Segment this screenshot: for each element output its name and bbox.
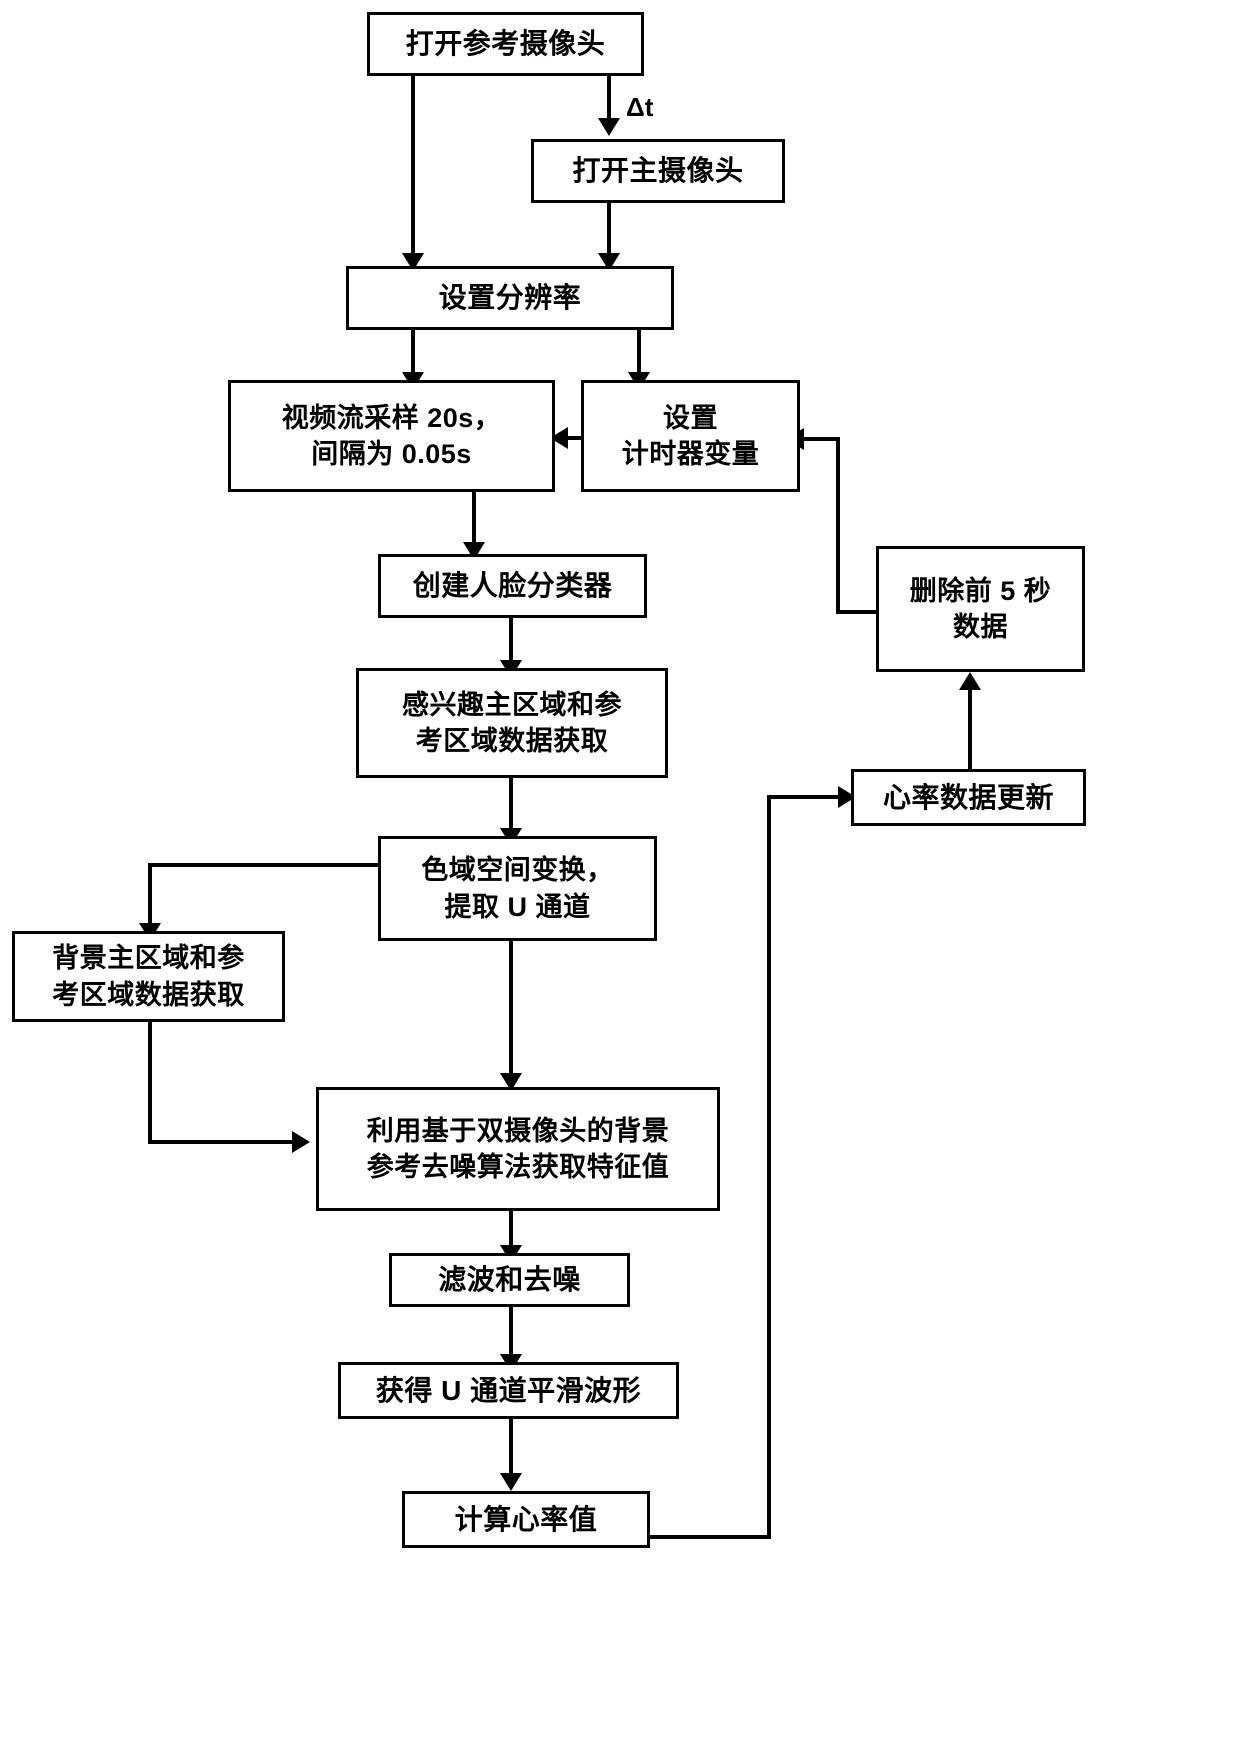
edge-n11-n12-vertical [509, 1307, 513, 1362]
edge-n1-n2-arrowhead [598, 118, 620, 136]
node-color-space-transform-u-channel[interactable]: 色域空间变换， 提取 U 通道 [378, 836, 657, 941]
edge-n12-n13-vertical [509, 1419, 513, 1481]
edge-n15-n5-horizontal-2 [800, 437, 840, 441]
edge-n10-n11-vertical [509, 1211, 513, 1253]
edge-n2-n3-vertical [607, 203, 611, 261]
edge-n13-n14-vertical [767, 795, 771, 1539]
node-calculate-heart-rate[interactable]: 计算心率值 [402, 1491, 650, 1548]
edge-n9-n10-horizontal [148, 1140, 296, 1144]
edge-n3-n5-vertical [637, 330, 641, 380]
edge-n1-n2-vertical [607, 76, 611, 126]
edge-n5-n4-horizontal [566, 436, 591, 440]
edge-n14-n15-vertical [968, 680, 972, 769]
node-open-main-camera[interactable]: 打开主摄像头 [531, 139, 785, 203]
node-background-main-and-reference-data[interactable]: 背景主区域和参 考区域数据获取 [12, 931, 285, 1022]
edge-n3-n4-vertical [411, 330, 415, 380]
edge-n15-n5-vertical [836, 437, 840, 614]
edge-n9-n10-vertical [148, 1022, 152, 1144]
edge-n15-n5-horizontal-1 [836, 610, 876, 614]
edge-n8-n9-vertical [148, 863, 152, 931]
edge-n14-n15-arrowhead [959, 672, 981, 690]
edge-n13-n14-horizontal-1 [604, 1535, 771, 1539]
edge-n6-n7-vertical [509, 618, 513, 668]
node-get-u-channel-smooth-waveform[interactable]: 获得 U 通道平滑波形 [338, 1362, 679, 1419]
edge-n8-n10-arrowhead [500, 1073, 522, 1091]
edge-n7-n8-vertical [509, 778, 513, 836]
edge-n12-n13-arrowhead [500, 1473, 522, 1491]
node-dual-camera-background-denoise-feature[interactable]: 利用基于双摄像头的背景 参考去噪算法获取特征值 [316, 1087, 720, 1211]
edge-n8-n10-vertical [509, 941, 513, 1081]
node-set-timer-variable[interactable]: 设置 计时器变量 [581, 380, 800, 492]
node-roi-main-and-reference-data[interactable]: 感兴趣主区域和参 考区域数据获取 [356, 668, 668, 778]
node-video-stream-sampling[interactable]: 视频流采样 20s， 间隔为 0.05s [228, 380, 555, 492]
node-heart-rate-data-update[interactable]: 心率数据更新 [851, 769, 1086, 826]
edge-label-delta-t: Δt [626, 92, 654, 122]
edge-n9-n10-arrowhead [292, 1131, 310, 1153]
node-set-resolution[interactable]: 设置分辨率 [346, 266, 674, 330]
edge-n13-n14-horizontal-2 [767, 795, 842, 799]
edge-n8-n9-horizontal [148, 863, 380, 867]
edge-n1-n3-vertical [411, 76, 415, 261]
edge-n4-n6-vertical [472, 492, 476, 550]
node-filter-and-denoise[interactable]: 滤波和去噪 [389, 1253, 630, 1307]
node-open-reference-camera[interactable]: 打开参考摄像头 [367, 12, 644, 76]
node-delete-first-5-seconds-data[interactable]: 删除前 5 秒 数据 [876, 546, 1085, 672]
node-create-face-classifier[interactable]: 创建人脸分类器 [378, 554, 647, 618]
